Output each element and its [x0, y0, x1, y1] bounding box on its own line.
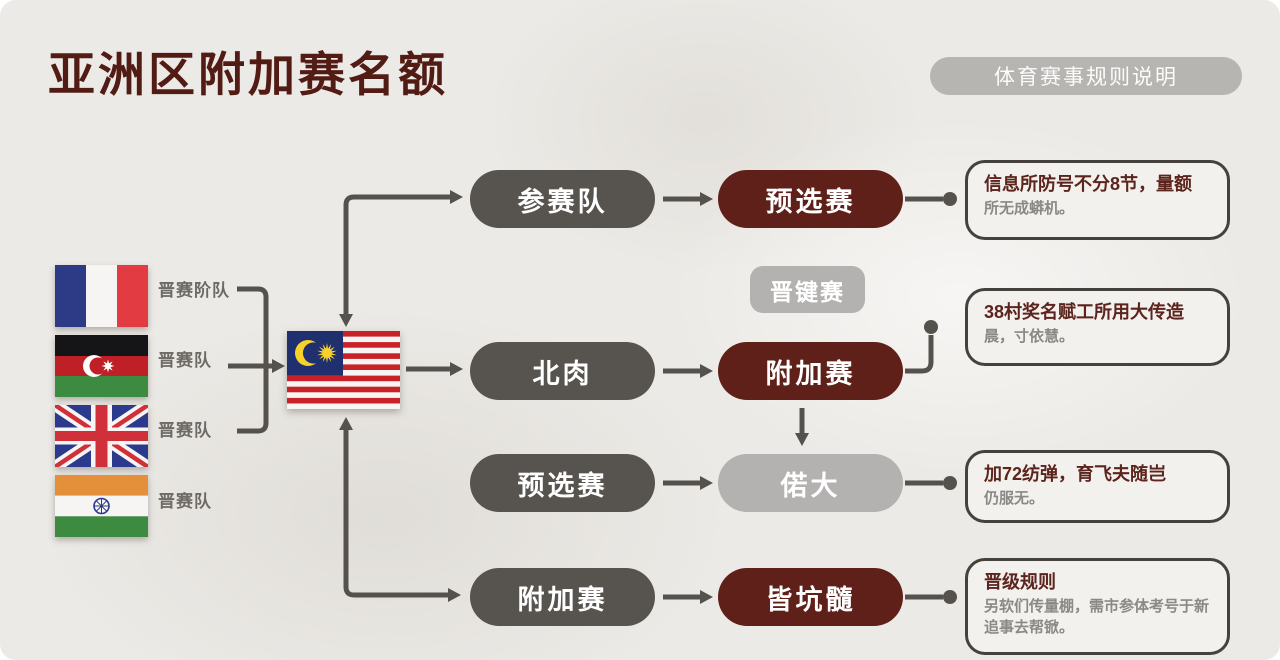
france-flag-icon — [55, 265, 148, 327]
node-qualifier-right: 预选赛 — [718, 170, 903, 228]
node-ruoda: 偌大 — [718, 454, 903, 512]
node-final: 皆坑髓 — [718, 568, 903, 626]
note-title: 晋级规则 — [984, 572, 1056, 592]
node-qualifier-left: 预选赛 — [470, 454, 655, 512]
page-title: 亚洲区附加赛名额 — [48, 48, 448, 101]
malaysia-flag-icon — [287, 331, 400, 409]
note-body: 晨，寸依慧。 — [984, 328, 1075, 346]
note-title: 加72纺弹，育飞夫随岂 — [984, 464, 1167, 484]
note-box-1: 信息所防号不分8节，量额 所无成蟒机。 — [965, 160, 1230, 240]
node-playoff-right: 附加赛 — [718, 342, 903, 400]
team-label: 晋赛阶队 — [158, 281, 230, 300]
note-body: 所无成蟒机。 — [984, 200, 1075, 218]
india-flag-icon — [55, 475, 148, 537]
uk-flag-icon — [55, 405, 148, 467]
azerbaijan-flag-icon — [55, 335, 148, 397]
note-box-4: 晋级规则 另软们传量棚，需市参体考号于新追事去帮锨。 — [965, 558, 1230, 655]
note-box-2: 38村奖名赋工所用大传造 晨，寸依慧。 — [965, 288, 1230, 366]
note-body: 仍服无。 — [984, 490, 1045, 508]
header-badge: 体育赛事规则说明 — [930, 57, 1242, 95]
node-promotion-chip: 晋键赛 — [750, 266, 865, 313]
node-participants: 参赛队 — [470, 170, 655, 228]
note-title: 信息所防号不分8节，量额 — [984, 174, 1193, 194]
team-label: 晋赛队 — [158, 421, 212, 440]
note-box-3: 加72纺弹，育飞夫随岂 仍服无。 — [965, 450, 1230, 523]
team-label: 晋赛队 — [158, 492, 212, 511]
note-title: 38村奖名赋工所用大传造 — [984, 302, 1185, 322]
note-body: 另软们传量棚，需市参体考号于新追事去帮锨。 — [984, 598, 1210, 636]
node-match: 北肉 — [470, 342, 655, 400]
node-playoff-left: 附加赛 — [470, 568, 655, 626]
team-label: 晋赛队 — [158, 351, 212, 370]
